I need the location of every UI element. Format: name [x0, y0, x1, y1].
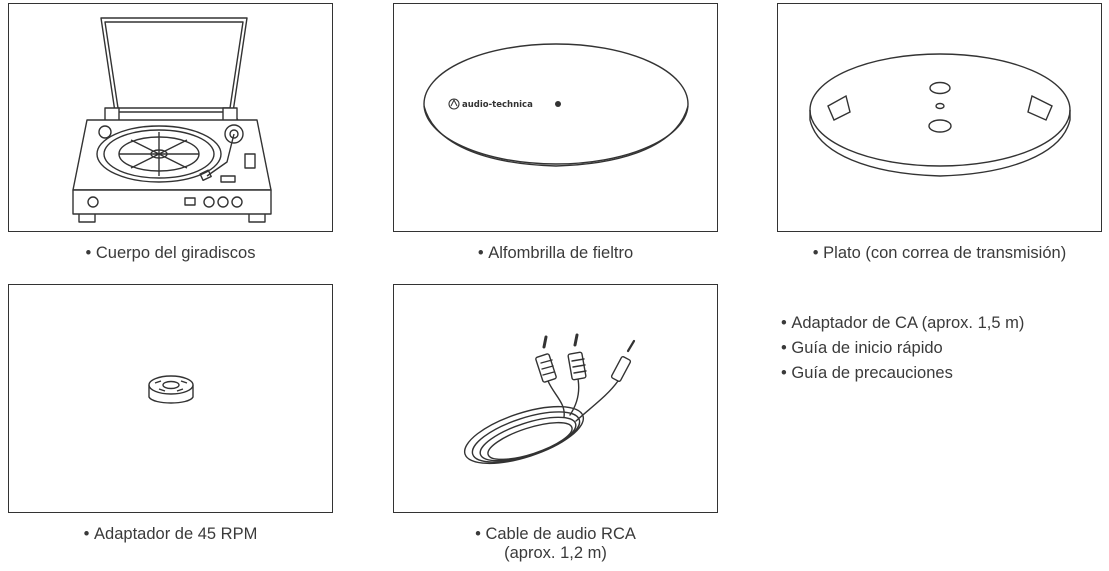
rca-cable-icon [463, 333, 636, 465]
caption-rca-cable-line2: (aprox. 1,2 m) [504, 544, 607, 562]
platter-icon [809, 53, 1071, 177]
caption-platter: Plato (con correa de transmisión) [777, 243, 1102, 263]
felt-mat-brand-logo: audio-technica [462, 100, 533, 110]
rca-cable-illustration-box [393, 284, 718, 513]
extra-items-list: Adaptador de CA (aprox. 1,5 m) Guía de i… [781, 311, 1024, 386]
extra-item-ac-adapter: Adaptador de CA (aprox. 1,5 m) [781, 311, 1024, 336]
turntable-icon [72, 17, 272, 223]
caption-felt-mat: Alfombrilla de fieltro [393, 243, 718, 263]
platter-illustration-box [777, 3, 1102, 232]
turntable-body-illustration-box [8, 3, 333, 232]
felt-mat-illustration-box: audio-technica [393, 3, 718, 232]
felt-mat-icon: audio-technica [423, 43, 689, 167]
caption-rca-cable-line1: Cable de audio RCA [393, 524, 718, 544]
rpm-adapter-icon [148, 375, 194, 404]
caption-rpm-adapter: Adaptador de 45 RPM [8, 524, 333, 544]
extra-item-quick-start-guide: Guía de inicio rápido [781, 336, 1024, 361]
caption-turntable-body: Cuerpo del giradiscos [8, 243, 333, 263]
rpm-adapter-illustration-box [8, 284, 333, 513]
extra-item-precautions-guide: Guía de precauciones [781, 361, 1024, 386]
